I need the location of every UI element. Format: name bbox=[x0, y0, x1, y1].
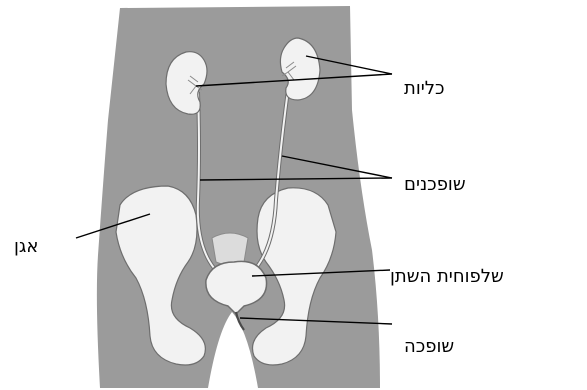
label-kidneys: כליות bbox=[404, 78, 445, 99]
label-bladder: שלפוחית השתן bbox=[390, 266, 504, 287]
label-urethra: שופכה bbox=[404, 336, 454, 357]
sacrum bbox=[212, 233, 248, 265]
label-pelvis: אגן bbox=[14, 236, 38, 257]
label-ureters: שופכנים bbox=[404, 174, 466, 195]
